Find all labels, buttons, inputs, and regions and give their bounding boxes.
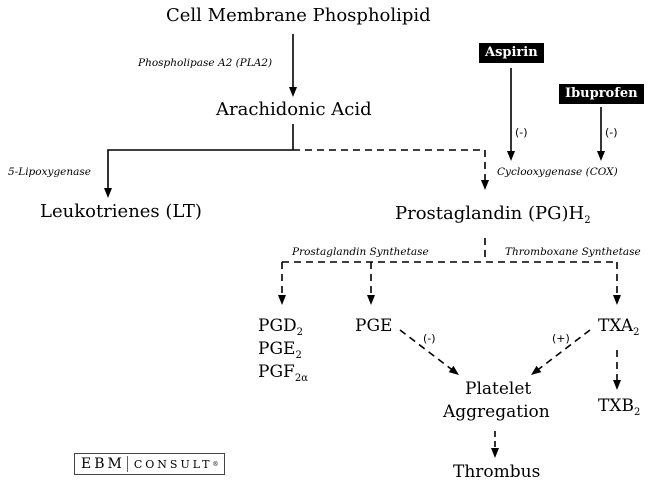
pgd2-subscript: 2	[296, 327, 304, 338]
pgf2a-label: PGF	[258, 362, 295, 382]
node-pgd2: PGD2	[258, 318, 303, 338]
node-pgf2a: PGF2α	[258, 364, 308, 384]
node-prostaglandin-h2: Prostaglandin (PG)H2	[395, 205, 591, 226]
node-arachidonic-acid: Arachidonic Acid	[216, 99, 372, 120]
txa2-label: TXA	[598, 316, 634, 336]
effect-aspirin-inhibit: (-)	[515, 126, 528, 139]
node-aggregation: Aggregation	[443, 402, 550, 422]
logo-registered-mark: ®	[212, 460, 219, 468]
pgh2-label: Prostaglandin (PG)H	[395, 203, 585, 224]
logo-consult: CONSULT	[133, 457, 213, 471]
pgd2-label: PGD	[258, 316, 297, 336]
pge2-label: PGE	[258, 339, 296, 359]
effect-pge-inhibit: (-)	[423, 332, 436, 345]
node-platelet: Platelet	[465, 379, 532, 399]
pgf2a-subscript: 2α	[294, 373, 308, 384]
enzyme-cox: Cyclooxygenase (COX)	[497, 166, 618, 178]
node-pge2: PGE2	[258, 341, 302, 361]
node-thrombus: Thrombus	[453, 462, 541, 482]
enzyme-prostaglandin-synthetase: Prostaglandin Synthetase	[292, 246, 429, 258]
node-cell-membrane-phospholipid: Cell Membrane Phospholipid	[166, 5, 431, 26]
arrow-cox	[293, 149, 489, 190]
effect-ibuprofen-inhibit: (-)	[605, 126, 618, 139]
pge2-subscript: 2	[295, 350, 302, 361]
logo-ebm: EBM	[81, 456, 125, 472]
node-pge: PGE	[355, 316, 393, 336]
enzyme-5-lipoxygenase: 5-Lipoxygenase	[8, 166, 92, 178]
logo-separator	[126, 456, 128, 472]
drug-aspirin: Aspirin	[479, 43, 544, 64]
ebm-consult-logo: EBM CONSULT ®	[74, 453, 226, 475]
txb2-subscript: 2	[633, 407, 641, 418]
pgh2-subscript: 2	[584, 215, 591, 226]
node-txb2: TXB2	[598, 398, 640, 418]
effect-txa2-promote: (+)	[552, 332, 570, 345]
txa2-subscript: 2	[633, 327, 640, 338]
enzyme-pla2: Phospholipase A2 (PLA2)	[138, 57, 273, 69]
txb2-label: TXB	[598, 396, 634, 416]
node-txa2: TXA2	[598, 318, 640, 338]
node-leukotrienes: Leukotrienes (LT)	[40, 201, 202, 222]
drug-ibuprofen: Ibuprofen	[559, 84, 644, 105]
arrow-lipoxygenase	[104, 149, 293, 198]
enzyme-thromboxane-synthetase: Thromboxane Synthetase	[505, 246, 641, 258]
